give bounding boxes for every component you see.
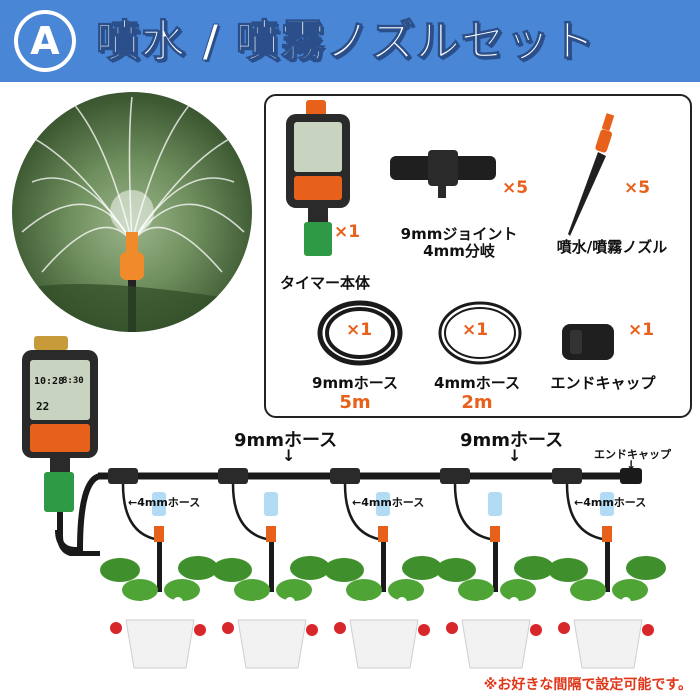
joint-label-line2: 4mm分岐 — [423, 242, 495, 260]
timer-qty: ×1 — [334, 222, 361, 242]
section-badge: A — [14, 10, 76, 72]
main-hose-label-right: 9mmホース — [460, 430, 564, 451]
irrigation-diagram — [55, 468, 666, 669]
endcap-arrow: ↓ — [626, 458, 637, 472]
hose9-label: 9mmホース — [312, 374, 398, 392]
endcap-diagram-label: エンドキャップ — [594, 448, 671, 461]
hose9-coil-image — [317, 300, 403, 366]
badge-letter: A — [18, 14, 72, 68]
hose-arrow-right: ↓ — [508, 446, 522, 465]
sprinkler-photo — [12, 92, 252, 332]
hose-arrow-left: ↓ — [282, 446, 296, 465]
timer-display-main: 10:28 — [34, 376, 65, 387]
endcap-product-image — [562, 324, 614, 360]
hose9-qty: ×1 — [346, 320, 373, 340]
timer-display-sec: 8:30 — [62, 376, 84, 386]
branch-label-3: ←4mmホース — [574, 496, 647, 509]
joint-product-image — [390, 150, 496, 198]
hose4-qty: ×1 — [462, 320, 489, 340]
endcap-label: エンドキャップ — [550, 374, 656, 392]
hose9-length: 5m — [339, 392, 371, 413]
nozzle-product-image — [568, 113, 615, 236]
branch-label-2: ←4mmホース — [352, 496, 425, 509]
footnote: ※お好きな間隔で設定可能です。 — [483, 677, 692, 693]
nozzle-qty: ×5 — [624, 178, 651, 198]
tap-timer-image — [22, 336, 100, 556]
joint-qty: ×5 — [502, 178, 529, 198]
page-title: 噴水 / 噴霧ノズルセット — [96, 16, 596, 68]
timer-product-image — [286, 100, 350, 256]
joint-label-line1: 9mmジョイント — [400, 225, 518, 243]
timer-display-value: 22 — [36, 400, 50, 413]
hose4-length: 2m — [461, 392, 493, 413]
header-banner — [0, 0, 700, 82]
nozzle-label: 噴水/噴霧ノズル — [556, 238, 668, 256]
main-hose-label-left: 9mmホース — [234, 430, 338, 451]
hose4-coil-image — [438, 301, 522, 365]
branch-label-1: ←4mmホース — [128, 496, 201, 509]
timer-label: タイマー本体 — [279, 274, 370, 292]
endcap-qty: ×1 — [628, 320, 655, 340]
hose4-label: 4mmホース — [434, 374, 520, 392]
joint-label: 9mmジョイント 4mm分岐 — [384, 226, 534, 260]
